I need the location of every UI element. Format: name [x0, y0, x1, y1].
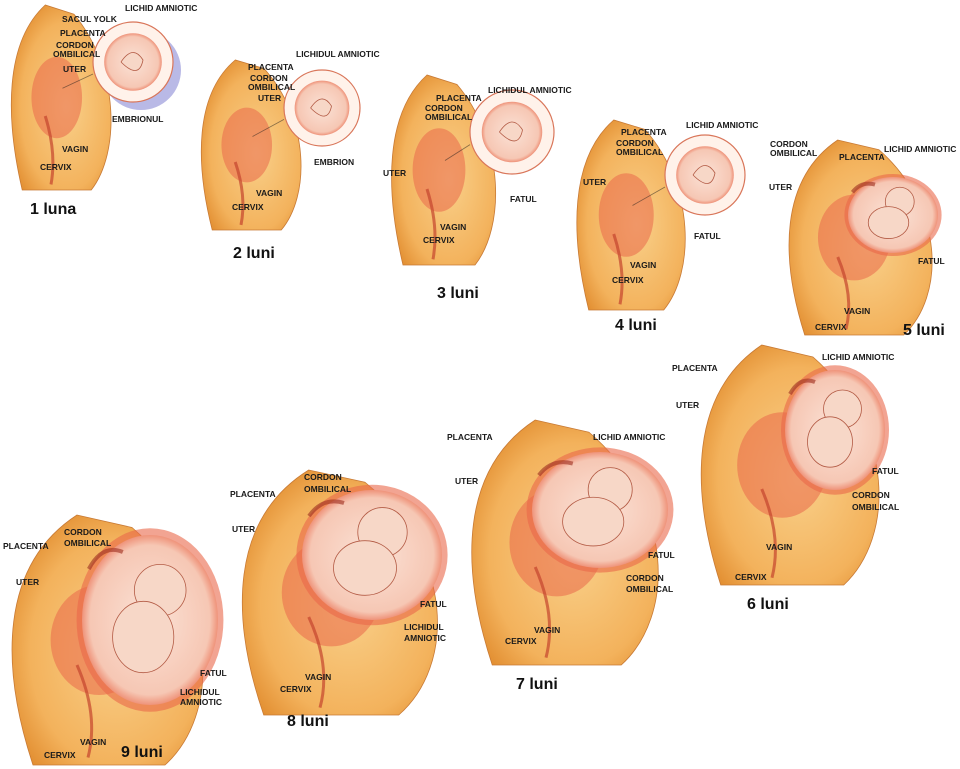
label-uter: UTER [258, 93, 281, 103]
label-fatul: FATUL [872, 466, 899, 476]
label-uter: UTER [583, 177, 606, 187]
label-cervix: CERVIX [44, 750, 76, 760]
label-vagin: VAGIN [305, 672, 331, 682]
label-placenta: PLACENTA [60, 28, 106, 38]
stage-caption: 9 luni [121, 744, 163, 761]
label-embrionul: EMBRIONUL [112, 114, 163, 124]
label-ombilical: OMBILICAL [304, 484, 351, 494]
stage-4-illustration: LICHID AMNIOTICPLACENTACORDONOMBILICALUT… [577, 120, 759, 334]
label-uter: UTER [676, 400, 699, 410]
label-ombilical: OMBILICAL [852, 502, 899, 512]
stage-caption: 7 luni [516, 676, 558, 693]
label-cordon: CORDON [304, 472, 342, 482]
label-ombilical: OMBILICAL [425, 112, 472, 122]
label-placenta: PLACENTA [621, 127, 667, 137]
label-cervix: CERVIX [423, 235, 455, 245]
stage-caption: 6 luni [747, 596, 789, 613]
label-cervix: CERVIX [280, 684, 312, 694]
label-placenta: PLACENTA [436, 93, 482, 103]
label-embrion: EMBRION [314, 157, 354, 167]
label-lichidul: LICHIDUL [180, 687, 220, 697]
label-vagin: VAGIN [534, 625, 560, 635]
label-vagin: VAGIN [80, 737, 106, 747]
fetus-body [334, 541, 397, 596]
label-placenta: PLACENTA [3, 541, 49, 551]
fetus-body [113, 601, 174, 672]
label-cervix: CERVIX [505, 636, 537, 646]
label-lichidul-amniotic: LICHIDUL AMNIOTIC [488, 85, 572, 95]
stage-caption: 8 luni [287, 713, 329, 730]
label-ombilical: OMBILICAL [626, 584, 673, 594]
label-cervix: CERVIX [232, 202, 264, 212]
label-ombilical: OMBILICAL [616, 147, 663, 157]
stage-caption: 3 luni [437, 285, 479, 302]
label-placenta: PLACENTA [447, 432, 493, 442]
fetus-body [563, 497, 624, 546]
label-fatul: FATUL [420, 599, 447, 609]
label-amniotic: AMNIOTIC [404, 633, 446, 643]
label-lichidul-amniotic: LICHIDUL AMNIOTIC [296, 49, 380, 59]
label-lichid-amniotic: LICHID AMNIOTIC [593, 432, 665, 442]
label-ombilical: OMBILICAL [53, 49, 100, 59]
label-fatul: FATUL [918, 256, 945, 266]
label-ombilical: OMBILICAL [64, 538, 111, 548]
uterus [599, 173, 654, 257]
label-amniotic: AMNIOTIC [180, 697, 222, 707]
label-placenta: PLACENTA [839, 152, 885, 162]
stage-6-illustration: LICHID AMNIOTIC PLACENTA UTER FATUL CORDON OM… [672, 345, 899, 613]
uterus [413, 128, 466, 212]
label-uter: UTER [232, 524, 255, 534]
stage-caption: 4 luni [615, 317, 657, 334]
label-placenta: PLACENTA [248, 62, 294, 72]
label-ombilical: OMBILICAL [770, 148, 817, 158]
label-uter: UTER [455, 476, 478, 486]
label-lichid-amniotic: LICHID AMNIOTIC [884, 144, 956, 154]
label-vagin: VAGIN [256, 188, 282, 198]
label-fatul: FATUL [200, 668, 227, 678]
label-lichidul: LICHIDUL [404, 622, 444, 632]
fetus-body [868, 207, 909, 239]
label-placenta: PLACENTA [230, 489, 276, 499]
label-vagin: VAGIN [766, 542, 792, 552]
stage-caption: 1 luna [30, 201, 76, 218]
label-lichid-amniotic: LICHID AMNIOTIC [125, 3, 197, 13]
label-lichid-amniotic: LICHID AMNIOTIC [822, 352, 894, 362]
label-vagin: VAGIN [630, 260, 656, 270]
label-uter: UTER [383, 168, 406, 178]
stage-3-illustration: LICHIDUL AMNIOTICPLACENTACORDONOMBILICAL… [383, 75, 572, 302]
stage-7-illustration: PLACENTA LICHID AMNIOTIC UTER FATUL CORDONOM… [447, 420, 675, 693]
stage-caption: 2 luni [233, 245, 275, 262]
label-vagin: VAGIN [844, 306, 870, 316]
stage-caption: 5 luni [903, 322, 945, 339]
stage-8-illustration: CORDON OMBILICAL PLACENTA UTER FATUL LICHIDUL… [230, 470, 448, 730]
label-fatul: FATUL [510, 194, 537, 204]
label-uter: UTER [769, 182, 792, 192]
label-cordon: CORDON [852, 490, 890, 500]
fetus-body [808, 417, 853, 467]
label-cervix: CERVIX [815, 322, 847, 332]
label-cordon: CORDON [64, 527, 102, 537]
label-fatul: FATUL [648, 550, 675, 560]
label-vagin: VAGIN [62, 144, 88, 154]
label-lichid-amniotic: LICHID AMNIOTIC [686, 120, 758, 130]
label-ombilical: OMBILICAL [248, 82, 295, 92]
label-sacul-yolk: SACUL YOLK [62, 14, 118, 24]
label-cervix: CERVIX [612, 275, 644, 285]
label-vagin: VAGIN [440, 222, 466, 232]
label-uter: UTER [16, 577, 39, 587]
uterus [221, 108, 272, 183]
label-cervix: CERVIX [40, 162, 72, 172]
label-fatul: FATUL [694, 231, 721, 241]
label-placenta: PLACENTA [672, 363, 718, 373]
label-cordon: CORDON [626, 573, 664, 583]
label-cervix: CERVIX [735, 572, 767, 582]
label-uter: UTER [63, 64, 86, 74]
